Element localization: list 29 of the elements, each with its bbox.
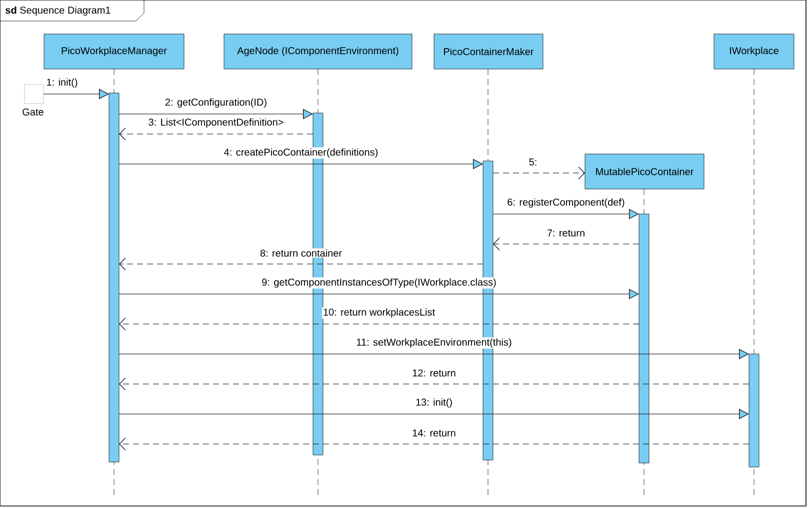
node-label: Gate [22,108,44,116]
frame-tab: sd Sequence Diagram1 [0,0,144,22]
message-label: 3: List<IComponentDefinition> [147,117,285,129]
lifeline-head-box: IWorkplace [714,34,794,70]
message-label: 11: setWorkplaceEnvironment(this) [355,337,513,349]
message-label: 2: getConfiguration(ID) [164,97,268,109]
lifeline-head-box: PicoContainerMaker [434,34,544,70]
message-label: 9: getComponentInstancesOfType(IWorkplace.class) [260,277,498,289]
message-arrow [119,318,640,330]
lifeline-head-box: MutablePicoContainer [584,154,704,190]
message-label: 7: return [546,228,586,238]
message-label: 6: registerComponent(def) [506,197,626,209]
message-label: 13: init() [414,397,454,409]
message-arrow [119,128,314,140]
message-label: 4: createPicoContainer(definitions) [222,147,380,159]
message-arrow [493,238,640,250]
message-label: 12: return [411,368,457,378]
lifeline-head-box: PicoWorkplaceManager [44,34,184,70]
message-arrow [119,258,484,270]
message-label: 8: return container [258,248,344,258]
message-arrow [492,166,585,180]
message-label: 1: init() [45,77,79,89]
gate: Gate [22,84,44,116]
lifeline-head-box: AgeNode (IComponentEnvironment) [224,34,412,70]
message-arrow [119,438,750,450]
message-arrow [119,378,750,390]
message-label: 14: return [411,428,457,438]
message-label: 5: [528,158,538,166]
message-label: 10: return workplacesList [322,307,436,319]
